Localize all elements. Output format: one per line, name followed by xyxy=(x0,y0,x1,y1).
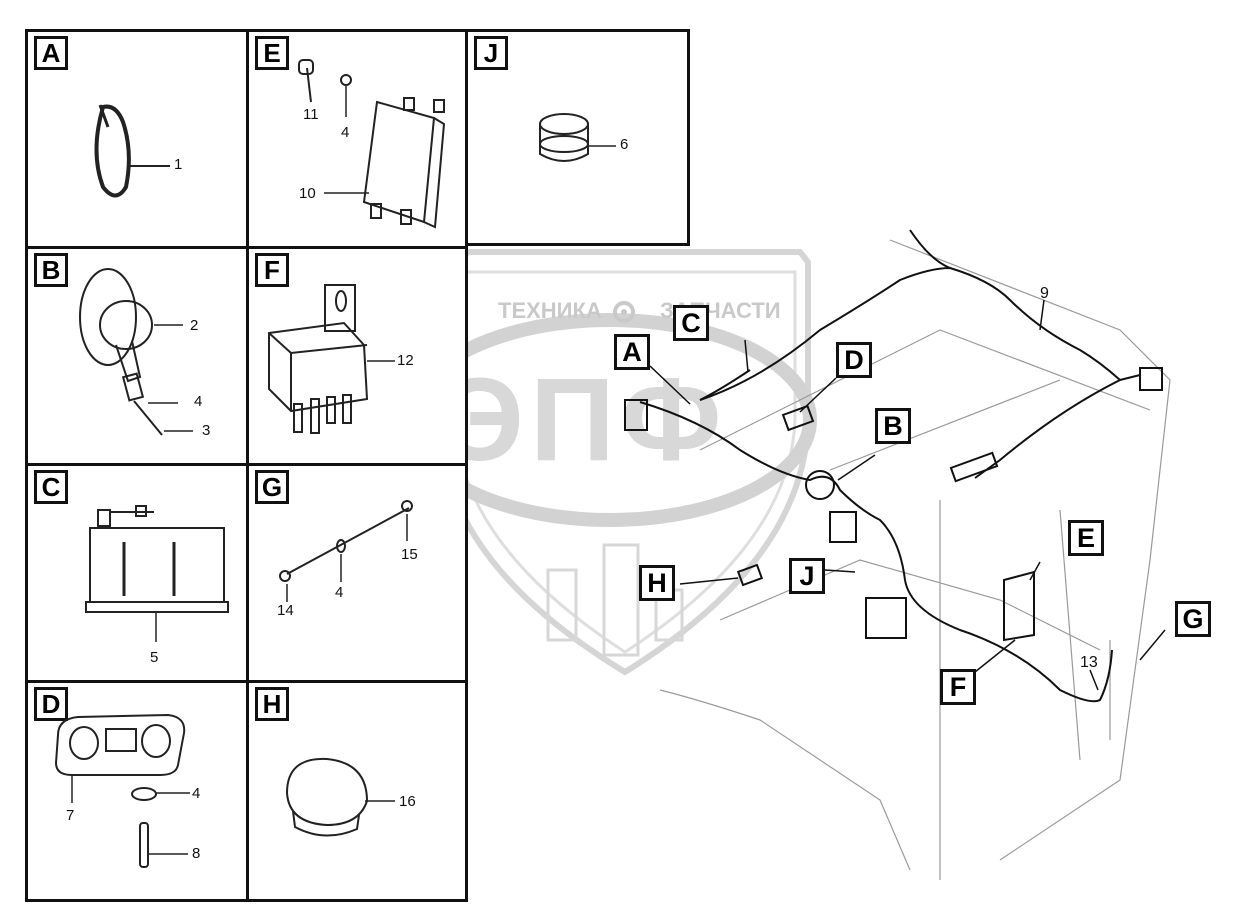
part-number: 4 xyxy=(194,393,203,410)
panel-b-letter: B xyxy=(34,253,68,287)
part-number-cable: 13 xyxy=(1080,654,1098,671)
part-number: 14 xyxy=(277,602,294,619)
relay-drawing xyxy=(268,284,395,434)
panel-j-letter: J xyxy=(474,36,508,70)
part-number: 10 xyxy=(299,185,316,202)
control-module-drawing xyxy=(298,59,446,229)
callout-f: F xyxy=(940,669,976,705)
panel-b: B 2 4 3 xyxy=(25,246,249,466)
part-number: 15 xyxy=(401,546,418,563)
panel-j: J 6 xyxy=(465,29,690,246)
part-number: 12 xyxy=(397,352,414,369)
callout-d: D xyxy=(836,342,872,378)
part-number: 5 xyxy=(150,649,159,666)
panel-e-letter: E xyxy=(255,36,289,70)
panel-h-letter: H xyxy=(255,687,289,721)
part-number-harness: 9 xyxy=(1040,285,1049,302)
cable-tie-drawing xyxy=(94,104,170,198)
fuse-box-drawing xyxy=(85,505,229,642)
panel-a-letter: A xyxy=(34,36,68,70)
callout-h: H xyxy=(639,565,675,601)
gear-icon xyxy=(613,301,635,323)
part-number: 2 xyxy=(190,317,199,334)
grommet-drawing xyxy=(539,113,616,162)
bolt-drawing xyxy=(279,500,413,602)
panel-h: H 16 xyxy=(246,680,468,902)
part-number: 8 xyxy=(192,845,201,862)
panel-c-letter: C xyxy=(34,470,68,504)
panel-g: G 15 14 4 xyxy=(246,463,468,683)
panel-e: E 11 4 10 xyxy=(246,29,468,249)
panel-g-letter: G xyxy=(255,470,289,504)
part-number: 4 xyxy=(335,584,344,601)
lamp-drawing xyxy=(79,268,193,436)
callout-e: E xyxy=(1068,520,1104,556)
part-number: 4 xyxy=(192,785,201,802)
part-number: 4 xyxy=(341,124,350,141)
watermark-logo: ЭПФ xyxy=(440,354,728,486)
part-number: 11 xyxy=(303,106,319,123)
callout-a: A xyxy=(614,334,650,370)
panel-d-letter: D xyxy=(34,687,68,721)
callout-c: C xyxy=(673,305,709,341)
panel-f-letter: F xyxy=(255,253,289,287)
part-number: 1 xyxy=(174,156,183,173)
panel-f: F 12 xyxy=(246,246,468,466)
part-number: 6 xyxy=(620,136,629,153)
watermark-text-left: ТЕХНИКА xyxy=(498,298,602,323)
plug-drawing xyxy=(285,757,395,837)
part-number: 16 xyxy=(399,793,416,810)
callout-g: G xyxy=(1175,601,1211,637)
callout-b: B xyxy=(875,408,911,444)
part-number: 7 xyxy=(66,807,75,824)
dome-light-drawing xyxy=(54,713,190,868)
part-number: 3 xyxy=(202,422,211,439)
callout-j: J xyxy=(789,558,825,594)
